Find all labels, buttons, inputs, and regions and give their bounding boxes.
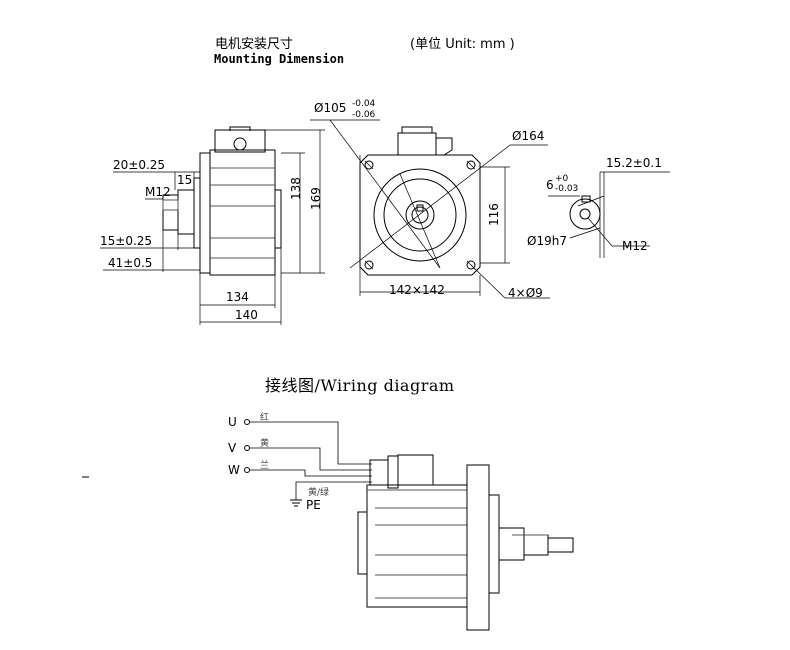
wire-u-color: 红 bbox=[260, 413, 270, 423]
title-en: Mounting Dimension bbox=[214, 52, 345, 66]
unit-label: (单位 Unit: mm ) bbox=[410, 37, 515, 52]
side-view-drawing bbox=[100, 126, 325, 325]
terminal-v-label: V bbox=[228, 441, 237, 455]
dim-19: Ø19h7 bbox=[527, 234, 567, 248]
wiring-title: 接线图/Wiring diagram bbox=[265, 376, 455, 395]
dim-138: 138 bbox=[289, 177, 303, 200]
dim-m12-side: M12 bbox=[145, 185, 171, 199]
dim-105-tol-top: -0.04 bbox=[352, 99, 376, 109]
front-view-drawing bbox=[310, 119, 550, 299]
wire-ground-color: 黄/绿 bbox=[308, 488, 330, 498]
dim-142: 142×142 bbox=[389, 283, 445, 297]
wire-v-color: 黄 bbox=[260, 439, 270, 449]
dim-169: 169 bbox=[309, 187, 323, 210]
ground-label: PE bbox=[306, 498, 321, 512]
dim-6: 6 bbox=[546, 178, 554, 192]
dim-6-tol-bottom: -0.03 bbox=[555, 184, 579, 194]
dim-m12-shaft: M12 bbox=[622, 239, 648, 253]
title-cn: 电机安装尺寸 bbox=[215, 37, 294, 52]
wiring-drawing bbox=[244, 419, 574, 631]
wire-w-color: 兰 bbox=[260, 461, 270, 471]
dim-holes: 4×Ø9 bbox=[508, 286, 543, 300]
dim-41: 41±0.5 bbox=[108, 256, 153, 270]
dim-105: Ø105 bbox=[314, 101, 347, 115]
dim-105-tol-bottom: -0.06 bbox=[352, 110, 376, 120]
shaft-section-drawing bbox=[548, 171, 670, 258]
dim-15-2: 15.2±0.1 bbox=[606, 156, 662, 170]
dim-6-tol-top: +0 bbox=[555, 174, 569, 184]
dim-164: Ø164 bbox=[512, 129, 545, 143]
dim-134: 134 bbox=[226, 290, 249, 304]
dim-140: 140 bbox=[235, 308, 258, 322]
dim-15: 15 bbox=[177, 173, 193, 187]
dim-20: 20±0.25 bbox=[113, 158, 166, 172]
dim-15-025: 15±0.25 bbox=[100, 234, 153, 248]
terminal-u-label: U bbox=[228, 415, 237, 429]
dim-116: 116 bbox=[487, 203, 501, 226]
terminal-w-label: W bbox=[228, 463, 240, 477]
